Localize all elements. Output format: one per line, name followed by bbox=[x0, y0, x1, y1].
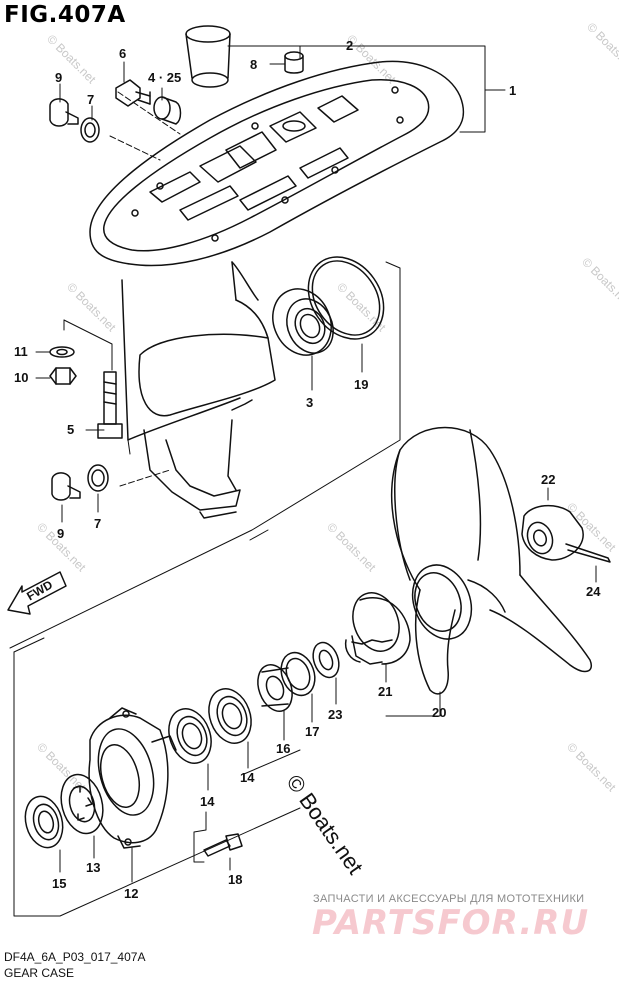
callout-6: 6 bbox=[119, 46, 126, 61]
callout-20: 20 bbox=[432, 705, 446, 720]
part-7-washer-low bbox=[87, 464, 109, 492]
ads-tagline: ЗАПЧАСТИ И АКСЕССУАРЫ ДЛЯ МОТОТЕХНИКИ bbox=[313, 893, 585, 905]
callout-16: 16 bbox=[276, 741, 290, 756]
part-2-sleeve bbox=[185, 25, 231, 88]
part-22-cap bbox=[521, 504, 584, 561]
brand-logo: PARTSFOR.RU bbox=[312, 903, 590, 943]
callout-21: 21 bbox=[378, 684, 392, 699]
callout-9-low: 9 bbox=[57, 526, 64, 541]
part-18-bolt bbox=[203, 833, 243, 857]
figure-title: FIG.407A bbox=[4, 2, 126, 28]
callout-18: 18 bbox=[228, 872, 242, 887]
callout-8: 8 bbox=[250, 57, 257, 72]
callout-10: 10 bbox=[14, 370, 28, 385]
callout-12: 12 bbox=[124, 886, 138, 901]
part-12-shaft-housing bbox=[88, 707, 177, 849]
part-10-nut bbox=[49, 367, 77, 385]
part-20-propeller bbox=[390, 426, 592, 695]
callout-4-25: 4 · 25 bbox=[148, 70, 181, 85]
callout-5: 5 bbox=[67, 422, 74, 437]
callout-14-a: 14 bbox=[240, 770, 255, 785]
callout-14-b: 14 bbox=[200, 794, 215, 809]
part-21-bushing bbox=[344, 592, 411, 665]
part-15-bearing bbox=[24, 795, 64, 849]
callout-24: 24 bbox=[586, 584, 601, 599]
callout-7-top: 7 bbox=[87, 92, 94, 107]
leader-lines bbox=[9, 45, 597, 917]
part-13-ring bbox=[60, 773, 104, 835]
part-11-washer bbox=[49, 346, 75, 358]
fwd-arrow bbox=[7, 571, 67, 615]
part-8-pin bbox=[284, 51, 304, 74]
gear-case-housing bbox=[89, 60, 465, 519]
part-16-thrust-washer bbox=[257, 664, 293, 712]
part-24-cotter-pin bbox=[565, 543, 611, 563]
callout-11: 11 bbox=[14, 344, 28, 359]
part-6-bolt bbox=[115, 79, 151, 107]
callout-17: 17 bbox=[305, 724, 319, 739]
part-9-plug-top bbox=[49, 98, 79, 127]
callout-7-low: 7 bbox=[94, 516, 101, 531]
callout-3: 3 bbox=[306, 395, 313, 410]
callout-15: 15 bbox=[52, 876, 66, 891]
callout-numbers: 2 1 6 4 · 25 8 9 7 3 19 11 10 5 9 7 22 2… bbox=[14, 38, 601, 901]
part-5-bolt bbox=[97, 371, 123, 439]
callout-1: 1 bbox=[509, 83, 516, 98]
part-4-dowel bbox=[153, 96, 182, 125]
callout-13: 13 bbox=[86, 860, 100, 875]
callout-22: 22 bbox=[541, 472, 555, 487]
part-14-seal-b bbox=[168, 708, 212, 764]
callout-19: 19 bbox=[354, 377, 368, 392]
figure-name: GEAR CASE bbox=[4, 966, 75, 980]
part-19-oring bbox=[307, 256, 385, 340]
part-7-washer-top bbox=[80, 117, 100, 143]
figure-code: DF4A_6A_P03_017_407A bbox=[4, 950, 146, 964]
callout-2: 2 bbox=[346, 38, 353, 53]
part-23-washer bbox=[312, 641, 340, 679]
callout-23: 23 bbox=[328, 707, 342, 722]
part-3-bearing bbox=[272, 288, 334, 356]
callout-9-top: 9 bbox=[55, 70, 62, 85]
part-14-seal-a bbox=[208, 688, 252, 744]
part-9-plug-low bbox=[51, 472, 81, 501]
